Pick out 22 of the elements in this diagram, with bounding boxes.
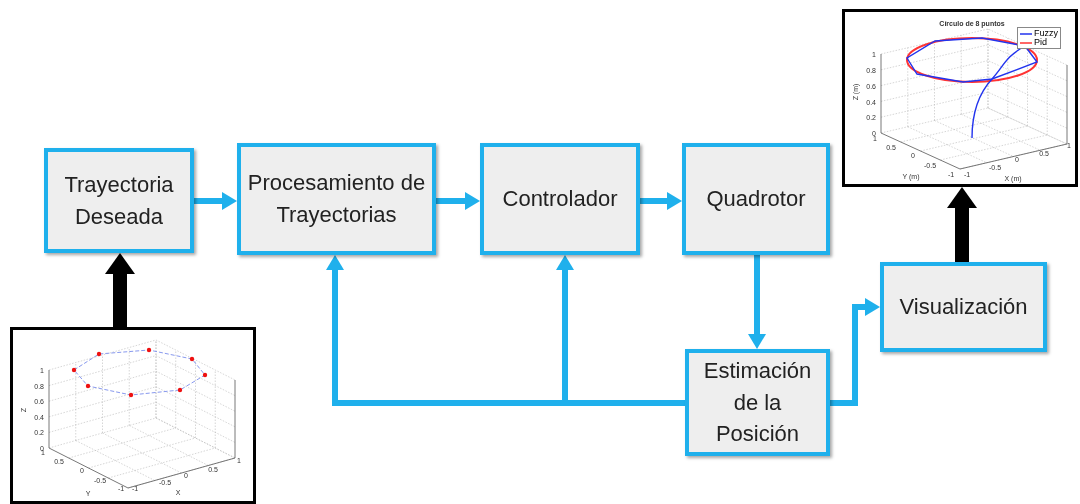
legend-text: Fuzzy: [1034, 29, 1058, 38]
box-label: Trayectoria Deseada: [63, 170, 175, 231]
arrow: [640, 192, 682, 210]
process-box: [237, 143, 436, 255]
arrow: [436, 192, 480, 210]
arrow: [105, 253, 135, 327]
arrow: [194, 192, 237, 210]
box-label: Procesamiento de Trayectorias: [246, 169, 427, 229]
arrow: [556, 255, 685, 406]
process-box: [44, 148, 194, 253]
box-label: Visualización: [899, 293, 1028, 322]
process-box: [880, 262, 1047, 352]
arrow: [748, 255, 766, 349]
box-label: Quadrotor: [706, 185, 806, 214]
arrow: [830, 298, 880, 406]
box-label: Controlador: [502, 185, 618, 214]
process-box: [682, 143, 830, 255]
box-label: Estimación de la Posición: [702, 356, 813, 449]
legend-text: Pid: [1034, 38, 1047, 47]
process-box: [480, 143, 640, 255]
arrow: [947, 187, 977, 262]
process-box: [685, 349, 830, 456]
